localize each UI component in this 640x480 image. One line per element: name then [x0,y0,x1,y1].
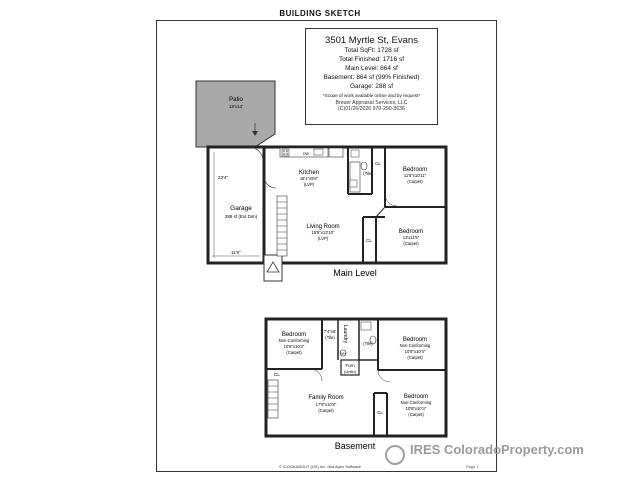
living-room-floor: (LVP) [318,236,329,241]
total-finished: Total Finished: 1716 sf [338,56,405,63]
garage-area: Garage: 288 sf [350,83,393,90]
date-contact: (C)01/26/2026 970-290-3636 [338,106,405,112]
bedroom-1-floor: (Carpet) [407,179,423,184]
bsmt-bedroom-right1-status: Non-Conforming [400,343,431,348]
bsmt-bedroom-right2-status: Non-Conforming [401,400,432,405]
family-room-dims: 17'9"x10'8" [316,402,337,407]
bsmt-bedroom-right1-dims: 10'8"x10'4" [405,349,426,354]
garage-dims: 288 sf (Ext Dim) [225,214,258,219]
bathtub-icon [349,161,361,193]
closet-1-label: CL [375,161,381,166]
furnace-floor: (Unfin) [344,369,357,374]
main-level-plan: 23'4" 11'8" Garage 288 sf (Ext Dim) DW K… [206,145,448,282]
laundry-dims: 7'4"x6' [324,329,336,334]
patio: Patio 18'x14' [195,80,276,148]
bath-floor: (Tile) [363,171,373,176]
company-name: Breuer Appraisal Services, LLC [335,100,408,106]
closet-2-label: CL [366,238,372,243]
dishwasher-label: DW [303,152,310,156]
basement-plan: Bedroom Non-Conforming 10'8"x10'4" (Carp… [264,317,448,451]
basement-outer-wall [264,317,448,438]
total-sqft: Total SqFt: 1728 sf [344,47,399,54]
bsmt-bedroom-left-status: Non-Conforming [279,338,310,343]
kitchen-label: Kitchen [299,170,319,176]
bsmt-shower-icon [360,321,372,331]
garage-label: Garage [230,205,252,212]
vanity-icon [350,149,360,158]
basement-stairs [267,379,279,419]
bsmt-bedroom-left-label: Bedroom [282,332,306,338]
bsmt-closet-stairs-label: CL [274,372,280,377]
bsmt-bath-floor: (Tile) [363,341,373,346]
bsmt-bedroom-right2-floor: (Carpet) [408,412,424,417]
info-box: 3501 Myrtle St, Evans Total SqFt: 1728 s… [305,28,438,125]
toilet-icon [360,161,368,171]
main-level-caption: Main Level [333,268,377,278]
garage-door-swing [248,146,264,162]
scope-note: *Scope of work available online and by r… [322,93,421,98]
bsmt-bedroom-right1-label: Bedroom [403,337,427,343]
page-number: Page 1 [466,464,479,469]
watermark-text: IRES ColoradoProperty.com [410,442,584,457]
bedroom-1-label: Bedroom [403,167,427,173]
bsmt-toilet-icon [369,335,377,345]
bsmt-bedroom-right2-label: Bedroom [404,394,428,400]
laundry-label: Laundry [342,325,348,344]
living-room-dims: 15'8"x13'10" [312,230,335,235]
patio-area [195,80,276,148]
house-door-swing [263,175,277,189]
footer-credit: © iCOOKABOUT (US) Inc. dba Apex Software [278,464,361,469]
garage-width-dim: 11'8" [231,250,241,255]
kitchen-dims: 18'1"x9'8" [300,176,319,181]
patio-label: Patio [229,97,243,103]
bsmt-bedroom-right1-floor: (Carpet) [407,355,423,360]
bedroom-1-dims: 11'6"x10'11" [404,173,427,178]
sheet-title: BUILDING SKETCH [279,9,361,18]
bedroom-2-dims: 13'x11'5" [403,235,420,240]
garage-height-dim: 23'4" [218,175,228,180]
bedroom-2-floor: (Carpet) [403,241,419,246]
bedroom-1-door-swing [384,193,398,207]
sketch-sheet-border [156,20,497,472]
furnace-label: Furn [345,363,355,368]
family-room-floor: (Carpet) [318,408,334,413]
basement-caption: Basement [335,441,376,451]
family-room-label: Family Room [308,395,343,401]
laundry-floor: (Tile) [325,335,335,340]
main-level-area: Main Level: 864 sf [345,65,398,72]
patio-dims: 18'x14' [229,104,243,109]
patio-arrow-head [252,131,258,136]
ires-logo-icon [385,445,405,465]
water-heater-icon [339,349,347,357]
bsmt-bedroom-left-dims: 10'8"x10'4" [284,344,305,349]
property-address: 3501 Myrtle St, Evans [325,35,418,46]
bsmt-closet-label: CL [377,410,383,415]
living-room-label: Living Room [306,224,339,230]
kitchen-counter [279,147,329,158]
bedroom-2-label: Bedroom [399,229,423,235]
main-outer-wall [206,145,448,265]
refrigerator-icon [328,147,344,158]
basement-area: Basement: 864 sf (99% Finished) [323,74,420,81]
garage-stairs [276,195,288,257]
water-heater-label: WH [341,352,346,356]
kitchen-floor: (LVP) [304,182,315,187]
range-icon [281,148,290,157]
bsmt-bedroom-left-floor: (Carpet) [286,350,302,355]
stoop-arrow [266,261,280,273]
linen-icon [349,179,358,188]
bsmt-bedroom-right2-dims: 10'8"x10'4" [406,406,427,411]
sink-icon [313,148,324,156]
furnace-room [340,359,360,376]
